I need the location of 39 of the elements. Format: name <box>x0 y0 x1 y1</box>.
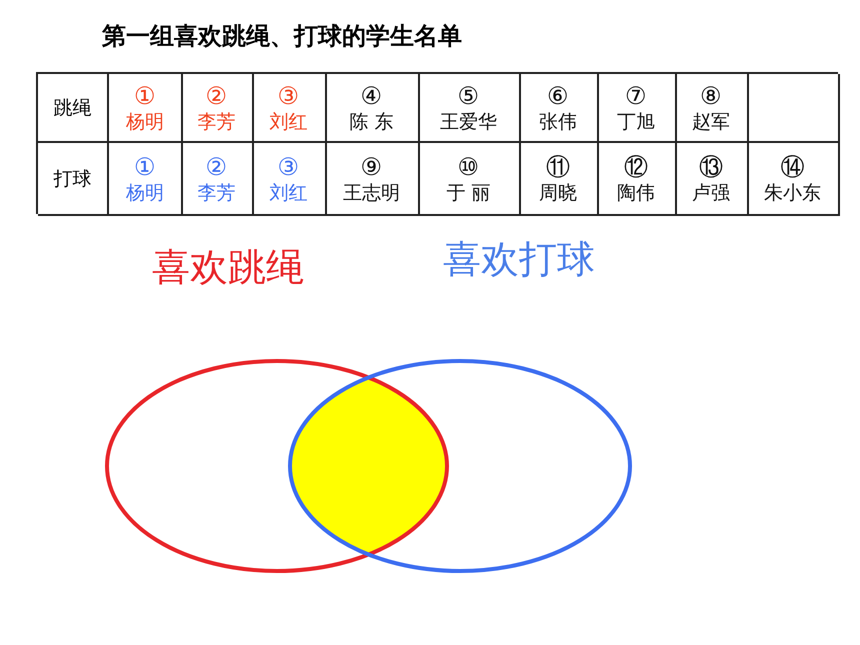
student-name: 陶伟 <box>617 180 655 204</box>
student-name: 刘红 <box>270 180 308 204</box>
student-name: 李芳 <box>198 110 236 134</box>
student-name: 丁旭 <box>617 110 655 134</box>
circled-number: ⑫ <box>624 152 648 180</box>
circled-number: ③ <box>278 82 300 110</box>
circled-number: ⑨ <box>360 152 382 180</box>
circled-number: ④ <box>360 82 382 110</box>
circled-number: ⑥ <box>547 82 569 110</box>
circled-number: ⑬ <box>699 152 723 180</box>
row-header: 打球 <box>54 166 92 192</box>
student-name: 王志明 <box>343 180 400 204</box>
student-name: 朱小东 <box>764 180 821 204</box>
circled-number: ① <box>134 82 156 110</box>
circled-number: ⑭ <box>780 152 804 180</box>
student-name: 于 丽 <box>446 180 491 204</box>
row-header: 跳绳 <box>54 96 92 120</box>
student-name: 杨明 <box>126 110 164 134</box>
circled-number: ⑩ <box>458 152 480 180</box>
student-name: 卢强 <box>692 180 730 204</box>
student-name: 李芳 <box>198 180 236 204</box>
student-name: 王爱华 <box>440 110 497 134</box>
student-name: 周晓 <box>539 180 577 204</box>
circled-number: ⑦ <box>625 82 647 110</box>
student-name: 张伟 <box>539 110 577 134</box>
set-label: 喜欢打球 <box>443 236 595 282</box>
student-name: 杨明 <box>126 180 164 204</box>
circled-number: ① <box>134 152 156 180</box>
circled-number: ⑪ <box>546 152 570 180</box>
circled-number: ⑤ <box>458 82 480 110</box>
circled-number: ⑧ <box>700 82 722 110</box>
circled-number: ③ <box>278 152 300 180</box>
circled-number: ② <box>206 82 228 110</box>
student-name: 陈 东 <box>349 110 394 134</box>
set-label: 喜欢跳绳 <box>152 244 304 290</box>
circled-number: ② <box>206 152 228 180</box>
student-name: 刘红 <box>270 110 308 134</box>
student-name: 赵军 <box>692 110 730 134</box>
title: 第一组喜欢跳绳、打球的学生名单 <box>102 21 462 52</box>
